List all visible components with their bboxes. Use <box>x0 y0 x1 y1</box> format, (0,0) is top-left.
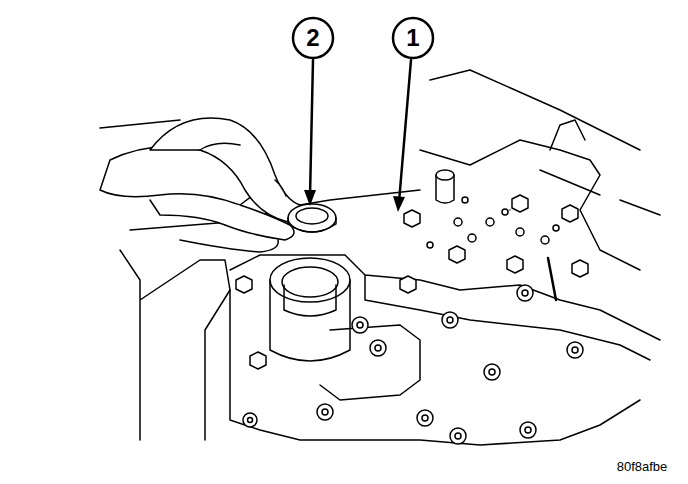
callout-number: 1 <box>406 24 419 52</box>
figure-id: 80f8afbe <box>617 459 668 474</box>
callout-number: 2 <box>306 24 319 52</box>
